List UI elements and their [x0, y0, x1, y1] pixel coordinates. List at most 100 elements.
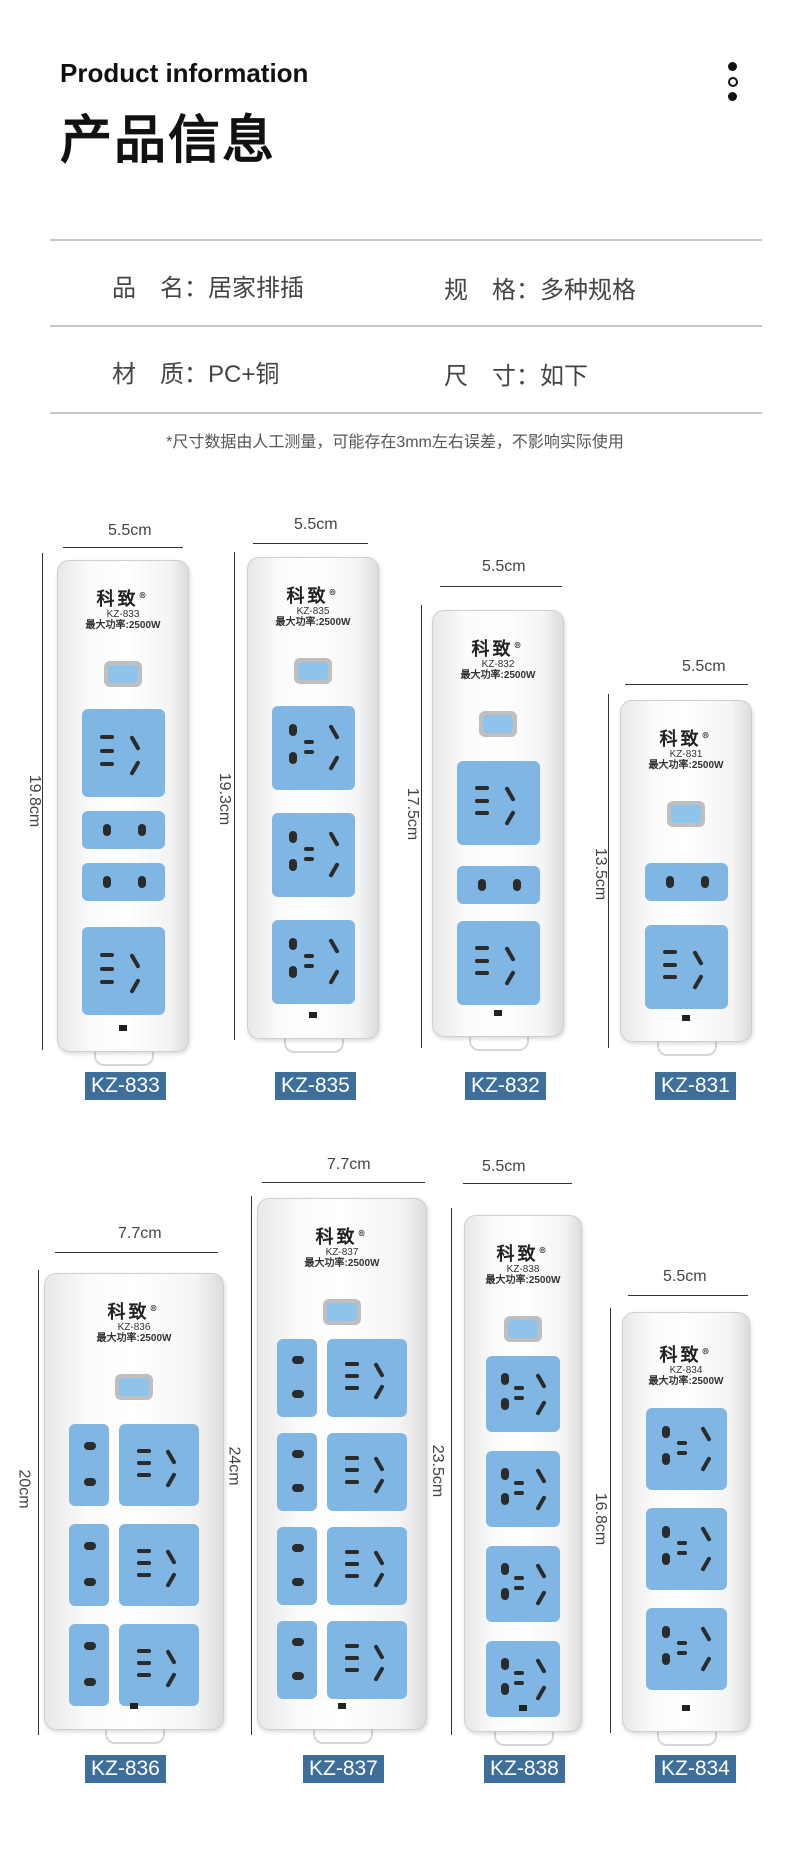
indicator-light: [682, 1015, 690, 1021]
socket-hole: [100, 953, 115, 958]
switch-icon: [483, 715, 513, 733]
brand-text: 科致: [659, 1345, 702, 1366]
width-dimension-label: 5.5cm: [482, 1158, 526, 1175]
socket-hole: [129, 953, 142, 970]
model-label: KZ-837: [325, 1247, 359, 1258]
socket-hole: [136, 1673, 151, 1678]
length-dimension-line: [610, 1308, 611, 1733]
power-switch[interactable]: [479, 711, 517, 737]
power-switch[interactable]: [115, 1374, 153, 1400]
socket-hole: [514, 1490, 525, 1495]
model-tag: KZ-835: [275, 1072, 356, 1100]
socket-hole: [292, 1638, 305, 1647]
socket-hole: [344, 1468, 359, 1473]
socket-hole: [328, 831, 340, 848]
model-tag: KZ-837: [303, 1755, 384, 1783]
divider: [50, 239, 762, 241]
socket-hole: [292, 1578, 305, 1587]
model-tag: KZ-832: [465, 1072, 546, 1100]
socket: [82, 927, 165, 1015]
power-label: 最大功率:2500W: [648, 760, 724, 771]
socket-hole: [292, 1484, 305, 1493]
socket-hole: [344, 1562, 359, 1567]
indicator-light: [119, 1025, 127, 1031]
socket-hole: [692, 950, 705, 967]
socket-hole: [535, 1495, 547, 1512]
socket-hole: [328, 968, 340, 985]
socket-hole: [129, 760, 142, 776]
width-dimension-label: 5.5cm: [108, 522, 152, 539]
power-label: 最大功率:2500W: [96, 1333, 172, 1344]
registered-mark: ®: [513, 640, 525, 650]
spec-size: 尺 寸：如下: [444, 356, 588, 391]
socket: [646, 1408, 727, 1490]
power-switch[interactable]: [504, 1316, 542, 1342]
socket-hole: [102, 824, 111, 837]
power-switch[interactable]: [104, 661, 142, 687]
socket-hole: [292, 1672, 305, 1681]
socket-hole: [164, 1548, 177, 1565]
vertical-dots-icon[interactable]: [724, 62, 744, 114]
power-switch[interactable]: [323, 1299, 361, 1325]
power-switch[interactable]: [667, 801, 705, 827]
socket-hole: [164, 1571, 177, 1588]
socket-hole: [700, 1626, 713, 1642]
page-title-cn: 产品信息: [60, 111, 277, 171]
socket-hole: [288, 938, 297, 951]
socket-hole: [100, 979, 115, 984]
socket-hole: [164, 1648, 177, 1665]
brand-name: 科致®: [621, 725, 751, 751]
socket-hole: [504, 786, 517, 803]
socket-hole: [372, 1644, 385, 1661]
switch-icon: [119, 1378, 149, 1396]
power-switch[interactable]: [294, 658, 332, 684]
socket-hole: [344, 1656, 359, 1661]
width-dimension-line: [55, 1252, 218, 1253]
socket: [272, 813, 355, 897]
registered-mark: ®: [701, 1346, 713, 1356]
width-dimension-line: [440, 586, 562, 587]
socket-hole: [288, 859, 297, 872]
socket-hole: [513, 879, 522, 892]
socket-hole: [129, 978, 142, 994]
socket-hole: [372, 1666, 385, 1683]
socket-hole: [344, 1456, 359, 1461]
socket: [646, 1508, 727, 1590]
brand-name: 科致®: [623, 1341, 749, 1367]
power-label: 最大功率:2500W: [648, 1376, 724, 1387]
width-dimension-label: 5.5cm: [294, 516, 338, 533]
length-dimension-line: [251, 1196, 252, 1735]
spec-name-value: 居家排插: [208, 275, 304, 302]
socket-hole: [136, 1648, 151, 1653]
socket-hole: [344, 1374, 359, 1379]
socket-hole: [665, 876, 674, 889]
socket-hole: [292, 1356, 305, 1365]
registered-mark: ®: [138, 590, 150, 600]
socket-hole: [676, 1550, 687, 1555]
socket-hole: [662, 1453, 671, 1466]
length-dimension-line: [421, 605, 422, 1048]
length-dimension-label: 19.8cm: [26, 774, 44, 828]
socket-hole: [303, 749, 314, 754]
brand-name: 科致®: [45, 1298, 223, 1324]
power-label: 最大功率:2500W: [304, 1258, 380, 1269]
registered-mark: ®: [357, 1228, 369, 1238]
socket-hole: [700, 1555, 713, 1572]
length-dimension-label: 23.5cm: [429, 1444, 447, 1498]
power-label: 最大功率:2500W: [85, 620, 161, 631]
spec-material: 材 质：PC+铜: [112, 354, 279, 389]
model-label: KZ-832: [481, 659, 515, 670]
socket-hole: [676, 1640, 687, 1645]
three-pin-socket: [327, 1621, 407, 1699]
socket-hole: [535, 1400, 547, 1417]
spec-material-label: 材 质：: [112, 361, 208, 388]
socket-hole: [504, 946, 517, 963]
